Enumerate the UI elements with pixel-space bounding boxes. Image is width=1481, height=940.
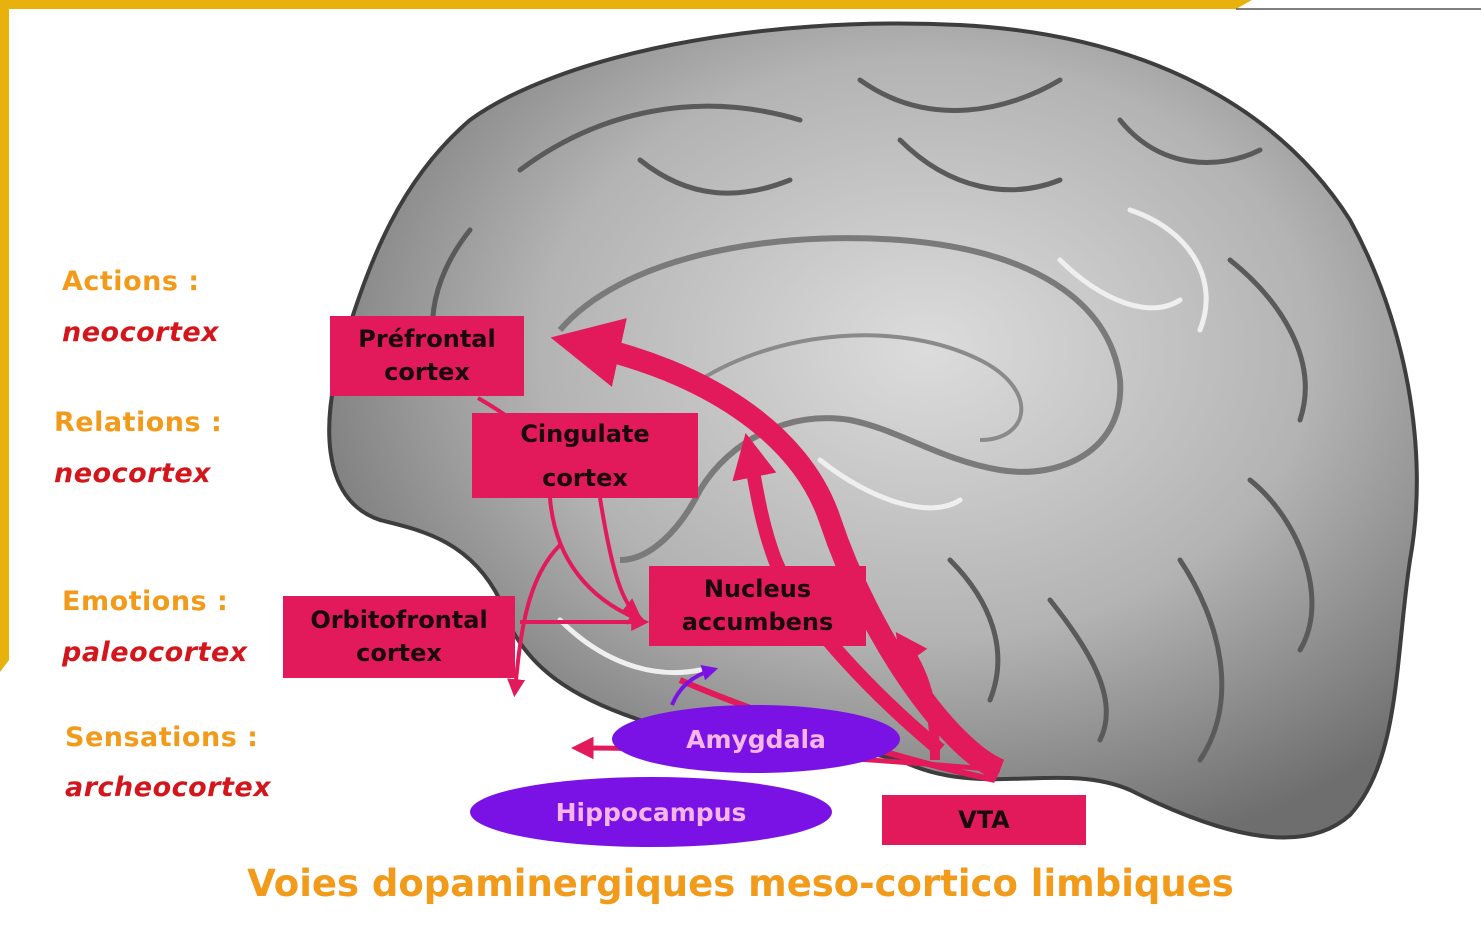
amygdala-label: Amygdala (686, 725, 826, 754)
orbitofrontal-cortex-box: Orbitofrontal cortex (283, 596, 515, 678)
diagram-caption: Voies dopaminergiques meso-cortico limbi… (0, 862, 1481, 905)
emotions-heading: Emotions : (62, 586, 228, 617)
relations-heading: Relations : (54, 407, 222, 438)
prefrontal-label-line1: Préfrontal (358, 323, 495, 356)
actions-heading: Actions : (62, 266, 200, 297)
emotions-region: paleocortex (62, 637, 248, 668)
orbitofrontal-label-line1: Orbitofrontal (310, 604, 487, 637)
sensations-heading: Sensations : (65, 722, 258, 753)
relations-region: neocortex (54, 458, 211, 489)
actions-region: neocortex (62, 317, 219, 348)
prefrontal-label-line2: cortex (384, 356, 470, 389)
prefrontal-cortex-box: Préfrontal cortex (330, 316, 524, 396)
cingulate-cortex-box: Cingulate cortex (472, 413, 698, 498)
orbitofrontal-label-line2: cortex (356, 637, 442, 670)
nucleus-label-line2: accumbens (682, 606, 834, 639)
hippocampus-oval: Hippocampus (470, 777, 832, 847)
cingulate-label-line1: Cingulate (520, 412, 649, 456)
cingulate-label-line2: cortex (542, 456, 628, 500)
amygdala-oval: Amygdala (612, 705, 900, 773)
vta-label: VTA (958, 804, 1010, 837)
nucleus-label-line1: Nucleus (704, 573, 811, 606)
nucleus-accumbens-box: Nucleus accumbens (649, 566, 866, 646)
vta-box: VTA (882, 795, 1086, 845)
sensations-region: archeocortex (65, 772, 271, 803)
hippocampus-label: Hippocampus (556, 798, 747, 827)
